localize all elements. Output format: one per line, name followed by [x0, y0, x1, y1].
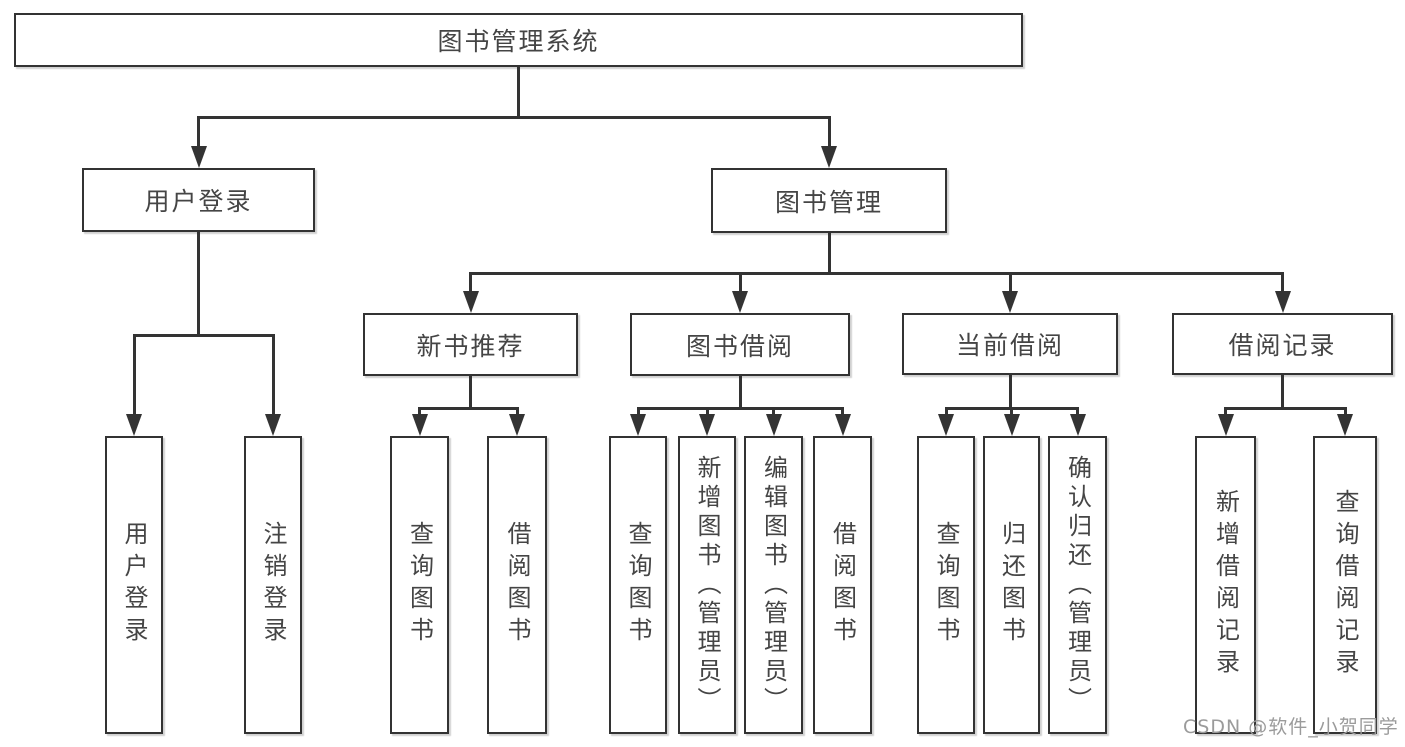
arrow-down-icon: [509, 414, 525, 436]
leaf-borrow-book-recommend: 借阅图书: [487, 436, 547, 734]
leaf-label: 查询图书: [624, 521, 652, 649]
leaf-query-borrow-record: 查询借阅记录: [1313, 436, 1377, 734]
connector-arrow-stem: [418, 406, 421, 417]
node-label: 图书借阅: [685, 331, 794, 361]
arrow-down-icon: [821, 146, 837, 168]
connector-arrow-stem: [1343, 406, 1347, 417]
connector-recommend-stem: [469, 376, 472, 409]
leaf-add-book-admin: 新增图书（管理员）: [678, 436, 736, 734]
connector-borrow-horizontal: [636, 406, 844, 410]
connector-arrow-stem: [944, 406, 948, 417]
leaf-query-book-current: 查询图书: [917, 436, 975, 734]
connector-records-horizontal: [1224, 406, 1347, 410]
connector-arrow-stem: [271, 333, 275, 416]
connector-records-stem: [1281, 374, 1284, 409]
node-label: 图书管理系统: [437, 27, 600, 56]
leaf-label: 用户登录: [120, 521, 148, 649]
connector-arrow-stem: [1010, 406, 1013, 417]
connector-recommend-horizontal: [418, 406, 519, 410]
connector-arrow-stem: [1076, 406, 1079, 417]
node-user-login: 用户登录: [82, 168, 315, 232]
leaf-label: 编辑图书（管理员）: [759, 454, 788, 716]
connector-book-mgmt-stem: [827, 233, 831, 274]
connector-arrow-stem: [1281, 271, 1284, 296]
arrow-down-icon: [732, 291, 748, 313]
connector-arrow-stem: [772, 406, 775, 417]
node-book-borrow: 图书借阅: [630, 313, 850, 376]
connector-borrow-stem: [738, 376, 742, 409]
connector-current-stem: [1008, 375, 1012, 409]
node-borrow-records: 借阅记录: [1172, 313, 1393, 375]
leaf-label: 查询图书: [932, 521, 960, 649]
node-label: 当前借阅: [955, 331, 1064, 360]
arrow-down-icon: [1217, 414, 1234, 436]
arrow-down-icon: [126, 414, 142, 436]
arrow-down-icon: [630, 414, 646, 436]
node-label: 新书推荐: [416, 331, 525, 361]
arrow-down-icon: [699, 414, 715, 436]
arrow-down-icon: [1002, 291, 1018, 313]
arrow-down-icon: [190, 146, 207, 168]
leaf-edit-book-admin: 编辑图书（管理员）: [744, 436, 803, 734]
arrow-down-icon: [265, 414, 281, 436]
connector-arrow-stem: [197, 115, 200, 149]
arrow-down-icon: [1337, 414, 1353, 436]
connector-arrow-stem: [841, 406, 844, 417]
leaf-label: 归还图书: [997, 521, 1026, 649]
connector-arrow-stem: [1008, 271, 1012, 296]
node-book-management: 图书管理: [711, 168, 947, 233]
leaf-add-borrow-record: 新增借阅记录: [1195, 436, 1256, 734]
connector-level3-horizontal: [469, 271, 1284, 275]
connector-arrow-stem: [636, 406, 640, 417]
node-label: 用户登录: [144, 187, 253, 216]
leaf-user-login: 用户登录: [105, 436, 163, 734]
leaf-label: 新增借阅记录: [1211, 489, 1240, 681]
arrow-down-icon: [765, 414, 782, 436]
leaf-query-book-recommend: 查询图书: [390, 436, 449, 734]
leaf-label: 查询借阅记录: [1331, 489, 1359, 681]
leaf-label: 注销登录: [259, 521, 287, 649]
leaf-return-book: 归还图书: [983, 436, 1040, 734]
leaf-label: 查询图书: [405, 521, 434, 649]
arrow-down-icon: [462, 291, 479, 313]
leaf-label: 借阅图书: [828, 521, 857, 649]
node-new-book-recommend: 新书推荐: [363, 313, 578, 376]
arrow-down-icon: [938, 414, 954, 436]
connector-arrow-stem: [515, 406, 519, 417]
arrow-down-icon: [1069, 414, 1086, 436]
leaf-label: 借阅图书: [503, 521, 531, 649]
node-current-borrow: 当前借阅: [902, 313, 1118, 375]
connector-arrow-stem: [827, 115, 831, 149]
connector-arrow-stem: [738, 271, 742, 296]
connector-root-stem: [517, 67, 520, 119]
connector-level1-horizontal: [197, 115, 831, 119]
node-label: 借阅记录: [1228, 331, 1337, 360]
node-root-library-system: 图书管理系统: [14, 13, 1023, 67]
arrow-down-icon: [834, 414, 851, 436]
leaf-label: 确认归还（管理员）: [1063, 454, 1092, 716]
connector-user-login-horizontal: [132, 333, 275, 337]
connector-arrow-stem: [1224, 406, 1227, 417]
connector-arrow-stem: [705, 406, 709, 417]
leaf-borrow-book: 借阅图书: [813, 436, 872, 734]
arrow-down-icon: [411, 414, 428, 436]
node-label: 图书管理: [774, 187, 883, 217]
leaf-label: 新增图书（管理员）: [693, 454, 721, 716]
connector-arrow-stem: [469, 271, 472, 296]
connector-user-login-stem: [197, 232, 200, 336]
leaf-query-book-borrow: 查询图书: [609, 436, 667, 734]
csdn-watermark: CSDN @软件_小贺同学: [1183, 716, 1399, 738]
leaf-logout-login: 注销登录: [244, 436, 302, 734]
connector-arrow-stem: [132, 333, 136, 416]
leaf-confirm-return-admin: 确认归还（管理员）: [1048, 436, 1107, 734]
arrow-down-icon: [1274, 291, 1291, 313]
arrow-down-icon: [1003, 414, 1020, 436]
